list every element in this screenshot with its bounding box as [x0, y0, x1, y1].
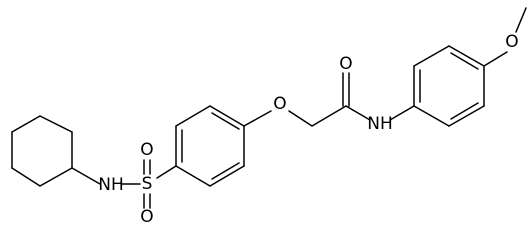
ether-oxygen-label: O	[273, 94, 286, 114]
svg-text:S: S	[142, 174, 153, 194]
bond-o-methyl	[515, 7, 527, 33]
svg-text:NH: NH	[367, 114, 393, 134]
bond-o-ch2	[288, 110, 313, 127]
svg-text:NH: NH	[98, 175, 124, 195]
bond-s-phenyl	[156, 165, 177, 179]
sulfur-label: S	[142, 174, 153, 194]
svg-text:O: O	[273, 94, 286, 114]
bond-carbonyl-nh	[345, 105, 371, 121]
sulfonamide-nitrogen-label: NH	[98, 175, 124, 195]
structure-canvas: NH S O O O O NH O	[11, 7, 527, 227]
svg-text:O: O	[339, 54, 352, 74]
carbonyl-oxygen-label: O	[339, 54, 352, 74]
amide-nitrogen-label: NH	[367, 114, 393, 134]
central-benzene-ring	[175, 105, 245, 187]
molecule-diagram: NH S O O O O NH O	[11, 7, 527, 227]
sulfonyl-oxygen-top-label: O	[140, 140, 153, 160]
bond-nh-aryl	[389, 105, 415, 121]
svg-text:O: O	[505, 32, 518, 52]
bond-phenyl-o	[243, 110, 272, 127]
sulfonyl-oxygen-bottom-label: O	[140, 207, 153, 227]
svg-text:O: O	[140, 207, 153, 227]
bond-cyclohexyl-nh	[71, 167, 101, 185]
methoxy-oxygen-label: O	[505, 32, 518, 52]
carbonyl-bond	[342, 72, 350, 107]
bond-ch2-carbonyl	[311, 105, 347, 127]
bond-aryl-o	[483, 51, 508, 67]
svg-text:O: O	[140, 140, 153, 160]
sulfonyl-bonds	[143, 159, 151, 209]
methoxyphenyl-ring	[413, 45, 485, 127]
cyclohexyl-ring	[11, 115, 73, 187]
